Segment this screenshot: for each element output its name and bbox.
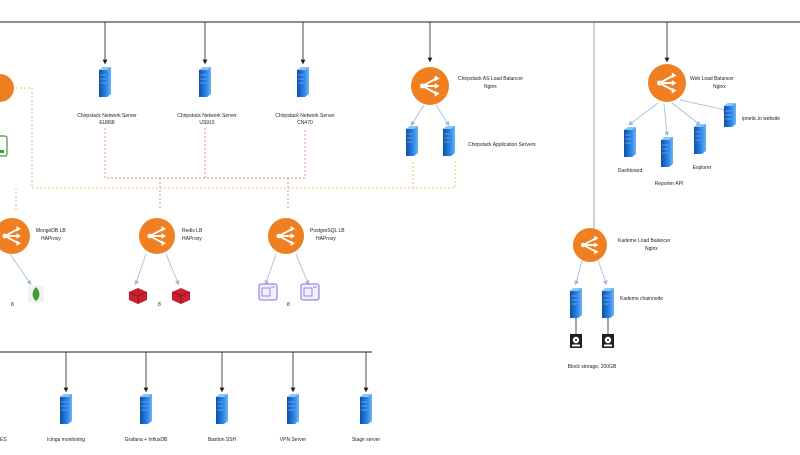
nsrv-us-subtitle: US915: [199, 120, 215, 126]
top-bus-arrows: [102, 22, 670, 65]
mongo-replica-marker: 8: [11, 302, 14, 308]
mongodb-node-icon: [28, 285, 44, 303]
grafana-label: Grafana + InfluxDB: [125, 437, 168, 443]
web-load-balancer-icon: [648, 64, 686, 102]
app-servers-label: Chirpstack Application Servers: [468, 142, 536, 148]
postgres-lb-icon: [268, 218, 304, 254]
icinga-server-icon: [60, 394, 72, 424]
mongo-lb-title: MongoDB LB: [36, 228, 66, 234]
nsrv-cn-title: Chirpstack Network Server: [275, 113, 335, 119]
bottom-left-fragment-label: ES: [0, 437, 7, 443]
dashboard-label: Dashboard: [618, 168, 643, 174]
network-server-eu868-icon: [99, 67, 111, 97]
lb-connectors: [9, 99, 729, 286]
postgres-lb-subtitle: HAProxy: [316, 236, 336, 242]
left-device-fragment-icon: [0, 135, 8, 157]
labels: Chirpstack Network Server EU868 Chirpsta…: [0, 76, 780, 443]
redis-lb-subtitle: HAProxy: [182, 236, 202, 242]
kademe-node-1-icon: [570, 288, 582, 318]
bastion-label: Bastion SSH: [208, 437, 237, 443]
app-lb-title: Chirpstack AS Load Balancer: [458, 76, 523, 82]
kademe-lb-subtitle: Nginx: [645, 246, 658, 252]
web-lb-subtitle: Nginx: [713, 84, 726, 90]
kademe-load-balancer-icon: [573, 228, 607, 262]
reporter-api-server-icon: [661, 137, 673, 167]
vpn-server-icon: [287, 394, 299, 424]
redis-lb-icon: [139, 218, 175, 254]
storage-label: Block storage, 200GB: [568, 364, 617, 370]
dashboard-server-icon: [624, 127, 636, 157]
kademe-lb-title: Kademe Load Balancer: [618, 238, 671, 244]
nsrv-eu-title: Chirpstack Network Server: [77, 113, 137, 119]
network-server-us915-icon: [199, 67, 211, 97]
reporter-label: Reporter API: [655, 181, 684, 187]
web-lb-title: Web Load Balancer: [690, 76, 734, 82]
redis-replica-marker: 8: [158, 302, 161, 308]
redis-node-2-icon: [171, 288, 191, 304]
block-storage-1-icon: [570, 334, 582, 348]
dotted-yellow-connectors: [0, 87, 456, 210]
stage-server-icon: [360, 394, 372, 424]
block-storage-2-icon: [602, 334, 614, 348]
vpn-label: VPN Server: [280, 437, 307, 443]
postgres-node-2-icon: [300, 283, 320, 301]
network-server-cn470-icon: [297, 67, 309, 97]
explorer-server-icon: [694, 124, 706, 154]
bottom-bus-arrows: [63, 352, 369, 393]
bastion-server-icon: [216, 394, 228, 424]
app-lb-subtitle: Nginx: [484, 84, 497, 90]
stage-label: Stage server: [352, 437, 381, 443]
redis-lb-title: Redis LB: [182, 228, 203, 234]
icinga-label: Icinga monitoring: [47, 437, 85, 443]
explorer-label: Explorer: [693, 165, 712, 171]
postgres-node-1-icon: [258, 283, 278, 301]
grafana-server-icon: [140, 394, 152, 424]
app-load-balancer-icon: [411, 67, 449, 105]
nsrv-cn-subtitle: CN470: [297, 120, 313, 126]
redis-node-1-icon: [128, 288, 148, 304]
left-lb-fragment-icon: [0, 74, 14, 102]
diagram-nodes: [0, 64, 736, 424]
website-label: ipnetic.io website: [742, 116, 780, 122]
app-server-1-icon: [406, 126, 418, 156]
mongodb-lb-icon: [0, 218, 30, 254]
nsrv-eu-subtitle: EU868: [99, 120, 115, 126]
storage-connectors: [575, 318, 609, 334]
app-server-2-icon: [443, 126, 455, 156]
postgres-lb-title: PostgreSQL LB: [310, 228, 345, 234]
kademe-nodes-label: Kademe chainnode: [620, 296, 663, 302]
postgres-replica-marker: 8: [287, 302, 290, 308]
website-server-icon: [724, 103, 736, 127]
mongo-lb-subtitle: HAProxy: [41, 236, 61, 242]
dotted-red-connectors: [104, 128, 306, 210]
kademe-node-2-icon: [602, 288, 614, 318]
nsrv-us-title: Chirpstack Network Server: [177, 113, 237, 119]
